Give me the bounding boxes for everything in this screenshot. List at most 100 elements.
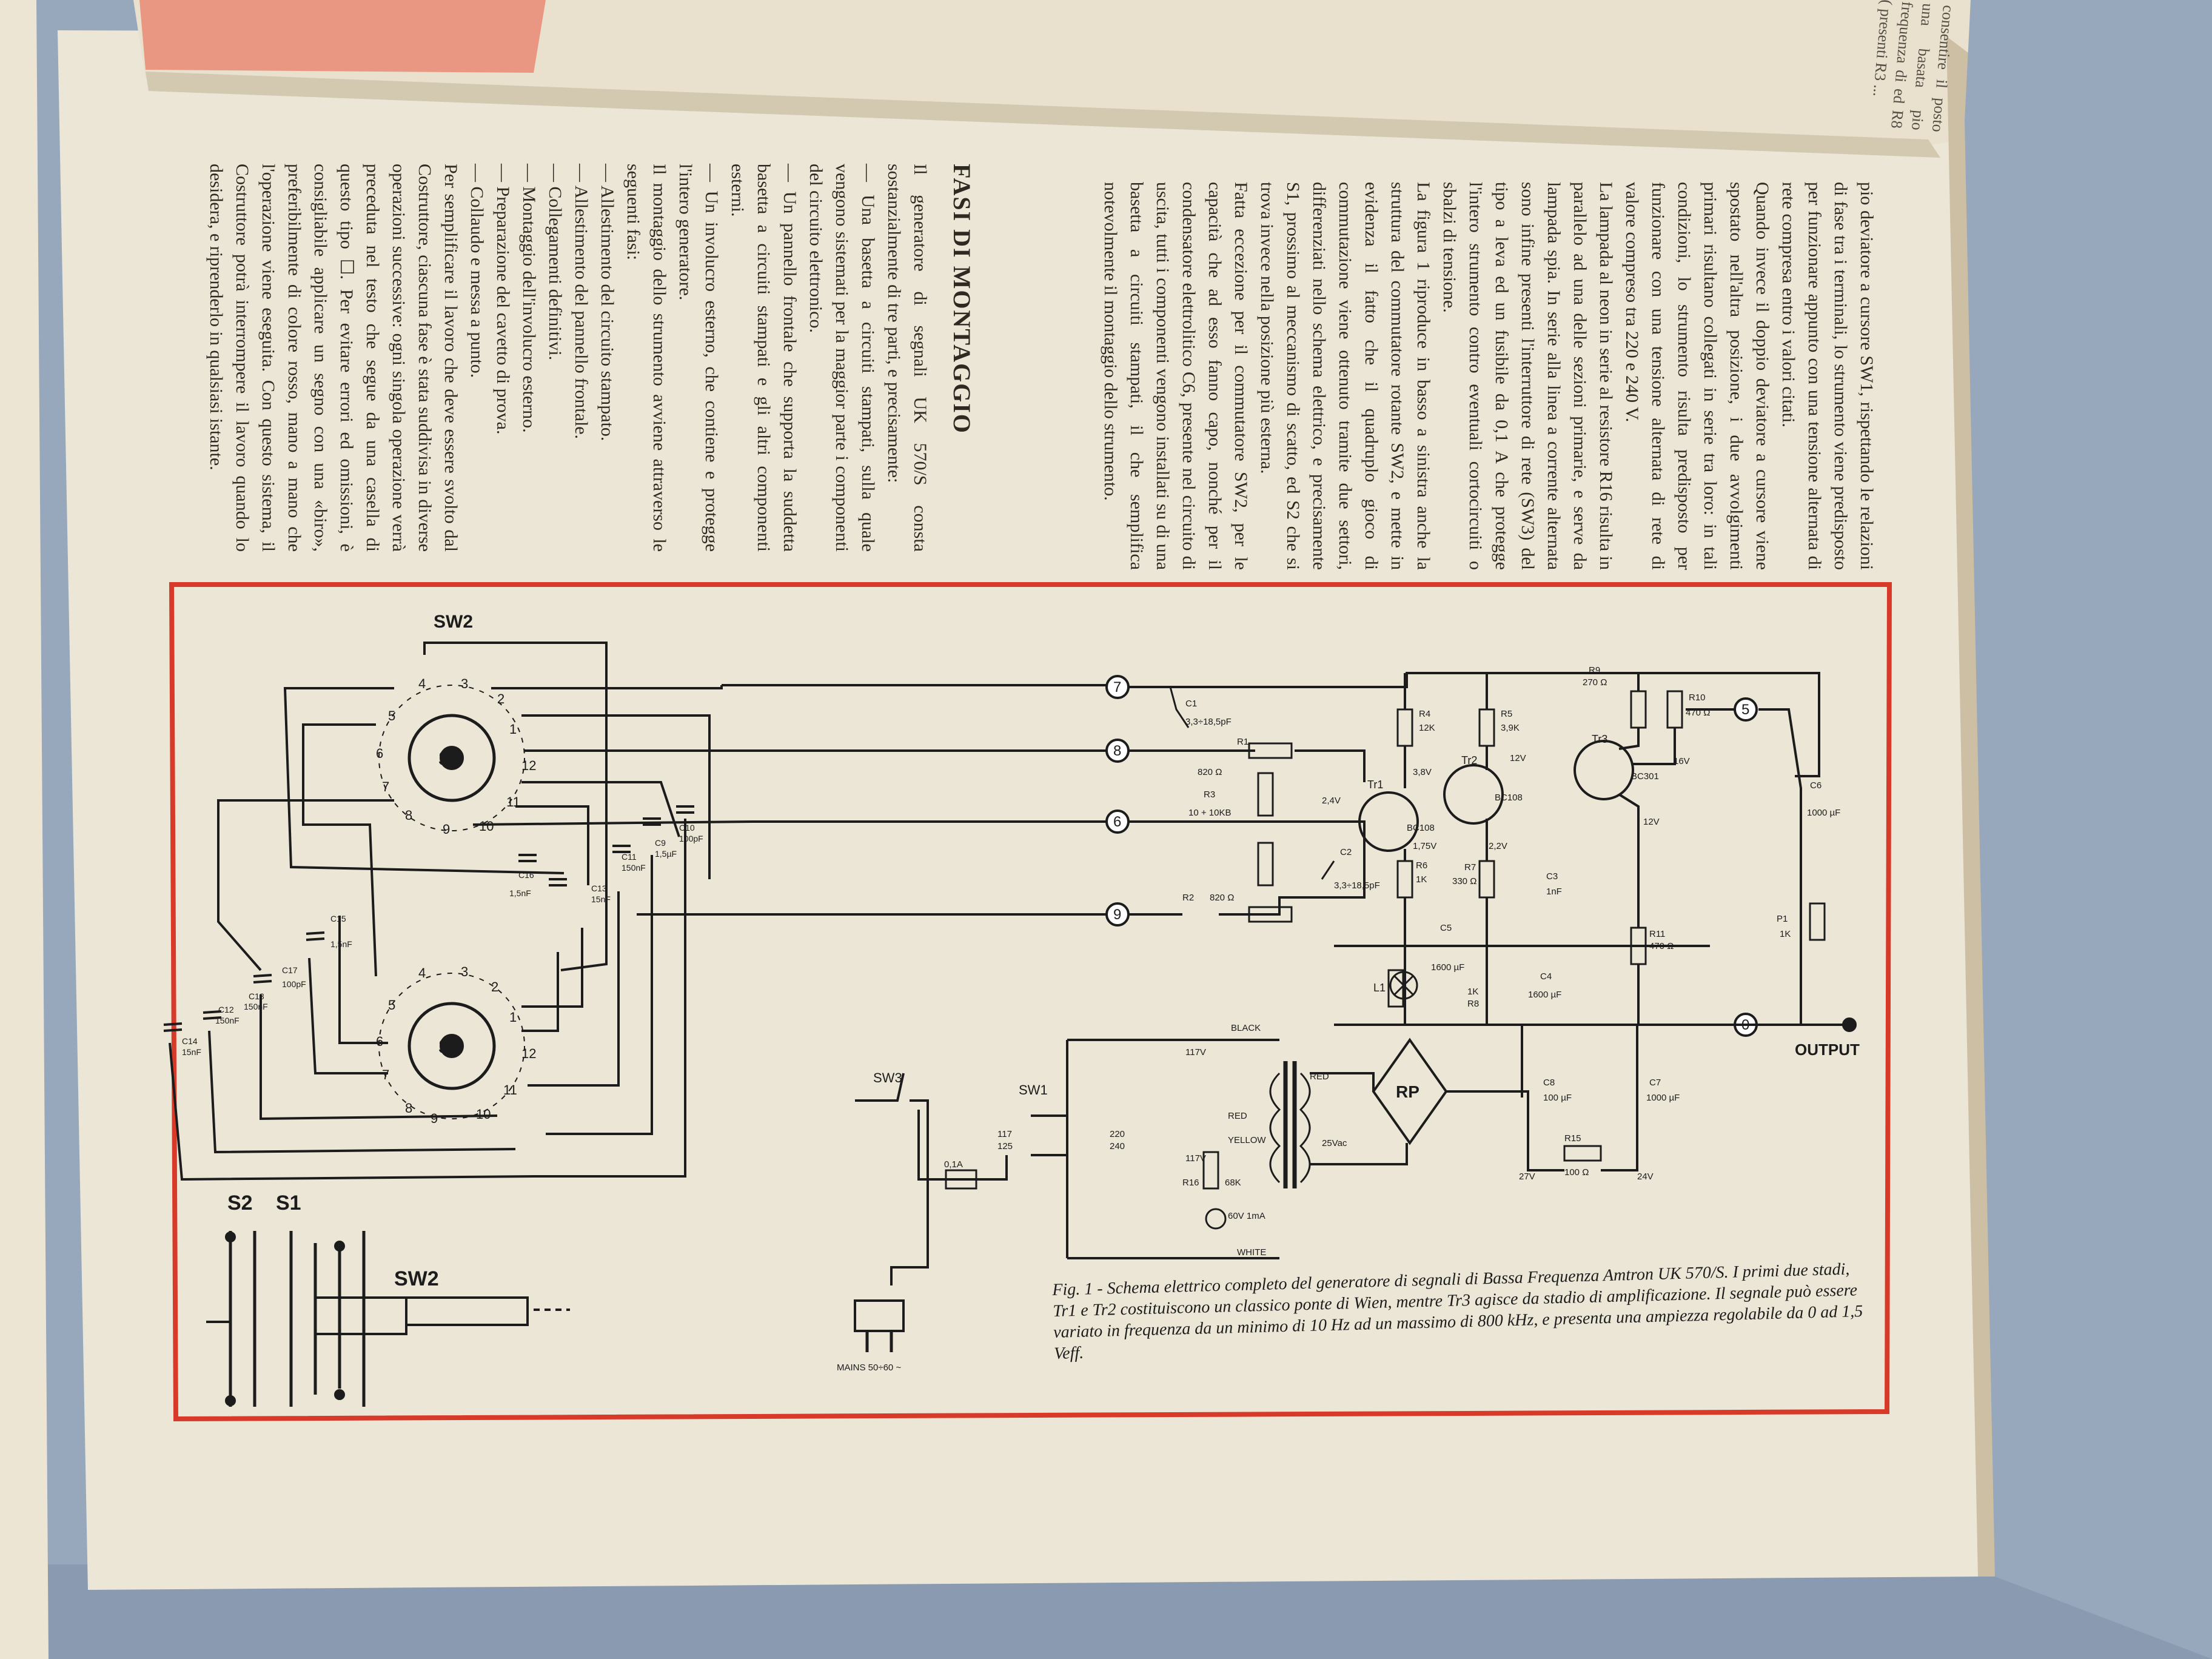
r2-value: 820 Ω [1210, 893, 1234, 903]
r3-value: 10 + 10KB [1188, 808, 1231, 818]
s1-pos-7: 7 [382, 1067, 389, 1082]
label-sw3: SW3 [873, 1070, 902, 1085]
terminal-9: 9 [1113, 907, 1121, 923]
lamp-value: 60V 1mA [1228, 1211, 1265, 1221]
figure-frame [169, 582, 1892, 1422]
l1-label: L1 [1373, 982, 1386, 994]
switch-s2 [378, 685, 525, 831]
wire-white: WHITE [1237, 1247, 1266, 1258]
c7-label: C7 [1649, 1078, 1661, 1088]
c17-value: 100pF [282, 979, 306, 989]
left-paragraph: — Preparazione del cavetto di prova. [493, 164, 513, 435]
c11-value: 150nF [622, 863, 646, 873]
left-paragraph: Il generatore di segnali UK 570/S consta… [884, 164, 930, 552]
voltage-27: 27V [1519, 1171, 1535, 1182]
r15-label: R15 [1564, 1133, 1581, 1144]
s1-pos-8: 8 [405, 1101, 412, 1116]
switch-capacitors [163, 805, 694, 1181]
c3-value: 1nF [1546, 886, 1562, 897]
r16-label: R16 [1182, 1178, 1199, 1188]
label-s1: S1 [438, 1036, 462, 1057]
left-paragraph: — Allestimento del pannello frontale. [571, 164, 591, 440]
c1-value: 3,3÷18,5pF [1185, 717, 1232, 727]
s1-pos-9: 9 [431, 1111, 438, 1126]
right-paragraph: Quando invece il doppio deviatore a curs… [1622, 182, 1772, 570]
r3-label: R3 [1204, 789, 1215, 800]
tr1-label: Tr1 [1367, 779, 1383, 791]
r4-value: 12K [1419, 723, 1435, 733]
r7-label: R7 [1464, 862, 1476, 873]
label-sw1: SW1 [1019, 1082, 1048, 1098]
salmon-strip [139, 0, 546, 73]
section-heading: FASI DI MONTAGGIO [948, 164, 976, 434]
sec-red: RED [1310, 1071, 1329, 1082]
sel-117: 117 [997, 1129, 1012, 1139]
wire-yellow: YELLOW [1228, 1135, 1266, 1145]
tr2-type: BC108 [1495, 793, 1523, 803]
r9-label: R9 [1589, 665, 1600, 675]
voltage-2-2: 2,2V [1489, 841, 1507, 851]
voltage-16: 16V [1674, 756, 1690, 766]
voltage-2-4: 2,4V [1322, 796, 1341, 806]
mech-s1: S1 [276, 1191, 301, 1215]
wire-red: RED [1228, 1111, 1247, 1121]
c11-label: C11 [622, 852, 637, 862]
rp-label: RP [1396, 1082, 1419, 1101]
tap-117a: 117V [1185, 1047, 1206, 1057]
c12-value: 150nF [215, 1016, 240, 1025]
voltage-12a: 12V [1510, 753, 1526, 763]
tr3-type: BC301 [1631, 771, 1659, 782]
sel-125: 125 [997, 1141, 1013, 1151]
c8-value: 100 µF [1543, 1093, 1572, 1103]
previous-page-fragment: consentire il posto una basata pio frequ… [1869, 0, 1958, 133]
r2-label: R2 [1182, 893, 1194, 903]
voltage-1-75: 1,75V [1413, 841, 1436, 851]
switch-s1 [378, 973, 525, 1119]
r7-value: 330 Ω [1452, 876, 1476, 886]
r10-label: R10 [1689, 692, 1706, 703]
page [58, 30, 1980, 1590]
c4-label: C4 [1540, 971, 1552, 982]
r1-label: R1 [1237, 737, 1248, 747]
s2-pos-5: 5 [388, 708, 395, 723]
right-page-edge [1965, 0, 2212, 1659]
s1-pos-2: 2 [491, 979, 498, 994]
voltage-3-8: 3,8V [1413, 767, 1432, 777]
c1-label: C1 [1185, 699, 1197, 709]
c10-label: C10 [679, 823, 695, 833]
c4-value: 1600 µF [1528, 990, 1561, 1000]
wire-black: BLACK [1231, 1023, 1261, 1033]
r8-value: 1K [1467, 987, 1478, 997]
left-paragraph: Per semplificare il lavoro che deve esse… [206, 164, 461, 552]
terminal-7: 7 [1113, 679, 1121, 695]
r11-value: 470 Ω [1649, 941, 1674, 951]
c15-value: 1,5nF [330, 939, 352, 949]
c5-label: C5 [1440, 923, 1452, 933]
page-fold-shadow [146, 72, 1940, 158]
r16-value: 68K [1225, 1178, 1241, 1188]
c6-value: 1000 µF [1807, 808, 1840, 818]
s2-pos-3: 3 [461, 676, 468, 691]
left-paragraph: — Un pannello frontale che supporta la s… [728, 164, 800, 552]
schematic [163, 642, 1857, 1407]
voltage-24: 24V [1637, 1171, 1654, 1182]
r9-value: 270 Ω [1583, 677, 1607, 688]
c6-label: C6 [1810, 780, 1822, 791]
left-paragraph: — Collegamenti definitivi. [545, 164, 565, 361]
r10-value: 470 Ω [1686, 708, 1710, 718]
c10-value: 100pF [679, 834, 703, 843]
s2-pos-10: 10 [479, 819, 494, 834]
s2-pos-11: 11 [506, 794, 520, 809]
terminal-0: 0 [1741, 1017, 1749, 1033]
c2-value: 3,3÷18,5pF [1334, 880, 1380, 891]
s1-pos-6: 6 [376, 1034, 383, 1049]
s2-pos-12: 12 [521, 758, 536, 773]
c13-value: 15nF [591, 894, 611, 904]
s2-pos-6: 6 [376, 746, 383, 761]
left-paragraph: — Allestimento del circuito stampato. [597, 164, 617, 441]
c14-value: 15nF [182, 1047, 201, 1057]
tr3-label: Tr3 [1592, 733, 1607, 745]
mech-sw2: SW2 [394, 1267, 439, 1290]
voltage-25vac: 25Vac [1322, 1138, 1347, 1148]
r6-value: 1K [1416, 874, 1427, 885]
